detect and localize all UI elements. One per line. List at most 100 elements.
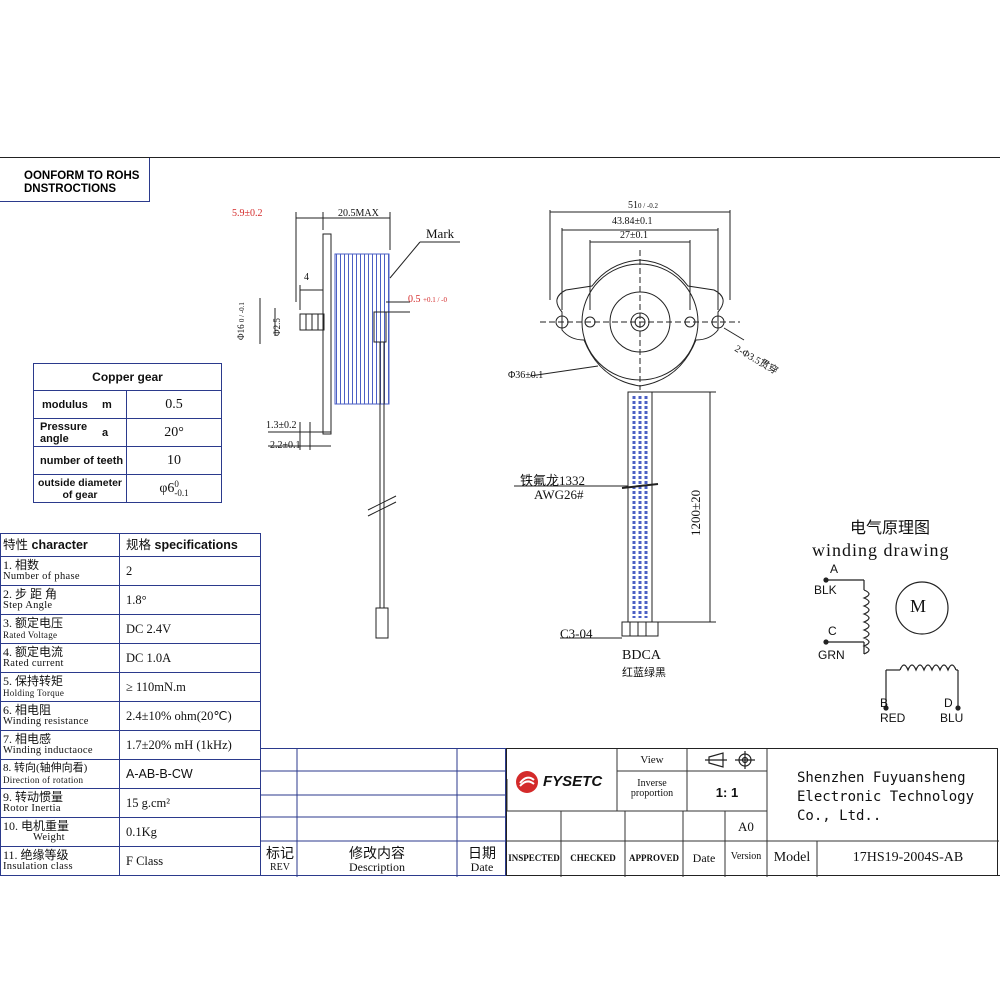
- motor-symbol: [895, 581, 949, 635]
- scale-value: 1: 1: [715, 785, 739, 800]
- desc-label-en: Description: [349, 860, 405, 874]
- revision-block: 标记 REV 修改内容 Description 日期 Date: [260, 748, 507, 877]
- spec-row-en: Insulation class: [3, 861, 73, 872]
- spec-row-en: Weight: [33, 832, 65, 843]
- wire-blu: BLU: [940, 711, 964, 725]
- rohs-line-2: DNSTROCTIONS: [24, 183, 116, 195]
- mark-label: Mark: [426, 226, 455, 241]
- model-number: 17HS19-2004S-AB: [852, 850, 964, 865]
- revision-grid: [261, 749, 507, 877]
- gear-tol-lower: -0.1: [174, 487, 189, 498]
- company-line-3: Co., Ltd..: [797, 808, 882, 824]
- wire-red: RED: [880, 711, 906, 725]
- dim-0-5: 0.5 +0.1 / -0: [408, 294, 447, 305]
- date-label: Date: [692, 851, 716, 865]
- spec-row-cn: 7. 相电感: [3, 732, 52, 746]
- wire-length: 1200±20: [688, 489, 703, 536]
- spec-row-cn: 11. 绝缘等级: [3, 848, 69, 862]
- rev-label-cn: 标记: [266, 847, 294, 862]
- spec-row-value: 15 g.cm²: [119, 788, 261, 818]
- wire-label-awg: AWG26#: [534, 487, 584, 502]
- gear-row-name: outside diameter of gear: [33, 474, 127, 503]
- dim-0-5-tol: +0.1 / -0: [423, 296, 447, 304]
- pin-c: C: [828, 624, 837, 638]
- spec-row-value: 2.4±10% ohm(20℃): [119, 701, 261, 731]
- dim-0-5-value: 0.5: [408, 294, 421, 305]
- view-label: View: [640, 754, 664, 766]
- sheet-size: A0: [738, 819, 754, 834]
- spec-header-spec: 规格 specifications: [119, 533, 261, 557]
- spec-row-en: Rated Voltage: [3, 630, 58, 640]
- dim-51-value: 51: [628, 200, 638, 211]
- dim-51-tol: 0 / -0.2: [638, 202, 659, 210]
- spec-row-en: Direction of rotation: [3, 775, 84, 785]
- motor-letter: M: [910, 596, 927, 616]
- dim-51: 510 / -0.2: [628, 200, 658, 211]
- pin-d: D: [944, 696, 953, 710]
- pin-b: B: [880, 696, 889, 710]
- wire-grn: GRN: [818, 648, 845, 662]
- spec-row-cn: 5. 保持转矩: [3, 674, 64, 688]
- version-label: Version: [730, 851, 762, 862]
- spec-row-en: Winding resistance: [3, 716, 89, 727]
- spec-row-cn: 3. 额定电压: [3, 616, 64, 630]
- gear-row-value: 0.5: [126, 390, 222, 419]
- spec-header-character-en: character: [31, 538, 88, 552]
- fysetc-logo: FYSETC: [513, 767, 613, 797]
- dim-1-3: 1.3±0.2: [266, 420, 297, 431]
- spec-row-cn: 6. 相电阻: [3, 703, 52, 717]
- gear-outside-diameter: φ6: [159, 480, 175, 496]
- dim-27: 27±0.1: [620, 230, 648, 241]
- connector-model: C3-04: [560, 626, 593, 641]
- frame-top-line: [0, 157, 1000, 158]
- dim-5-9: 5.9±0.2: [232, 208, 263, 219]
- connector-order: BDCA: [622, 648, 661, 663]
- spec-row-en: Rotor Inertia: [3, 803, 61, 814]
- gear-row-name: Pressure angle: [33, 418, 102, 447]
- dim-dia-36: Φ36±0.1: [508, 370, 544, 381]
- fysetc-logo-mark-icon: [516, 771, 538, 793]
- winding-title-en: winding drawing: [812, 540, 950, 560]
- checked-label: CHECKED: [570, 853, 616, 863]
- spec-row-value: A-AB-B-CW: [119, 759, 261, 789]
- gear-row-value: 20°: [126, 418, 222, 447]
- spec-header-spec-cn: 规格: [126, 538, 152, 552]
- rohs-note: OONFORM TO ROHS DNSTROCTIONS: [0, 158, 150, 202]
- coil-bd: [899, 664, 957, 672]
- model-label: Model: [773, 850, 811, 865]
- spec-row-en: Number of phase: [3, 571, 80, 582]
- dim-dia-16-tol: 0 / -0.1: [238, 302, 246, 323]
- spec-row-label: 8. 转向(轴伸向看)Direction of rotation: [0, 759, 120, 789]
- flange-plate: [322, 233, 332, 435]
- approved-label: APPROVED: [629, 853, 679, 863]
- dim-2-2: 2.2±0.1: [270, 440, 301, 451]
- winding-title-cn: 电气原理图: [850, 520, 931, 537]
- dim-4: 4: [304, 272, 309, 283]
- gear-row-name: number of teeth: [33, 446, 127, 475]
- connector-body: [621, 621, 659, 637]
- wire-blk: BLK: [814, 583, 837, 597]
- spec-row-en: Rated current: [3, 658, 64, 669]
- wire-label-cn: 铁氟龙1332: [520, 473, 586, 488]
- mounting-flange: [556, 259, 724, 387]
- date-label-cn: 日期: [468, 847, 496, 862]
- title-block-grid: [507, 749, 999, 877]
- front-view-drawing: [514, 210, 745, 639]
- spec-row-cn: 1. 相数: [3, 558, 40, 572]
- gear-row-symbol: m: [102, 390, 127, 419]
- gear-tol-upper: 0: [174, 478, 179, 489]
- spec-row-value: F Class: [119, 846, 261, 876]
- gear-row-value: 10: [126, 446, 222, 475]
- dim-43-84: 43.84±0.1: [612, 216, 653, 227]
- gear-row-symbol: a: [102, 418, 127, 447]
- date-label-en: Date: [470, 860, 494, 874]
- dim-dia-16: Φ16 0 / -0.1: [236, 302, 246, 340]
- spec-header-spec-en: specifications: [154, 538, 238, 552]
